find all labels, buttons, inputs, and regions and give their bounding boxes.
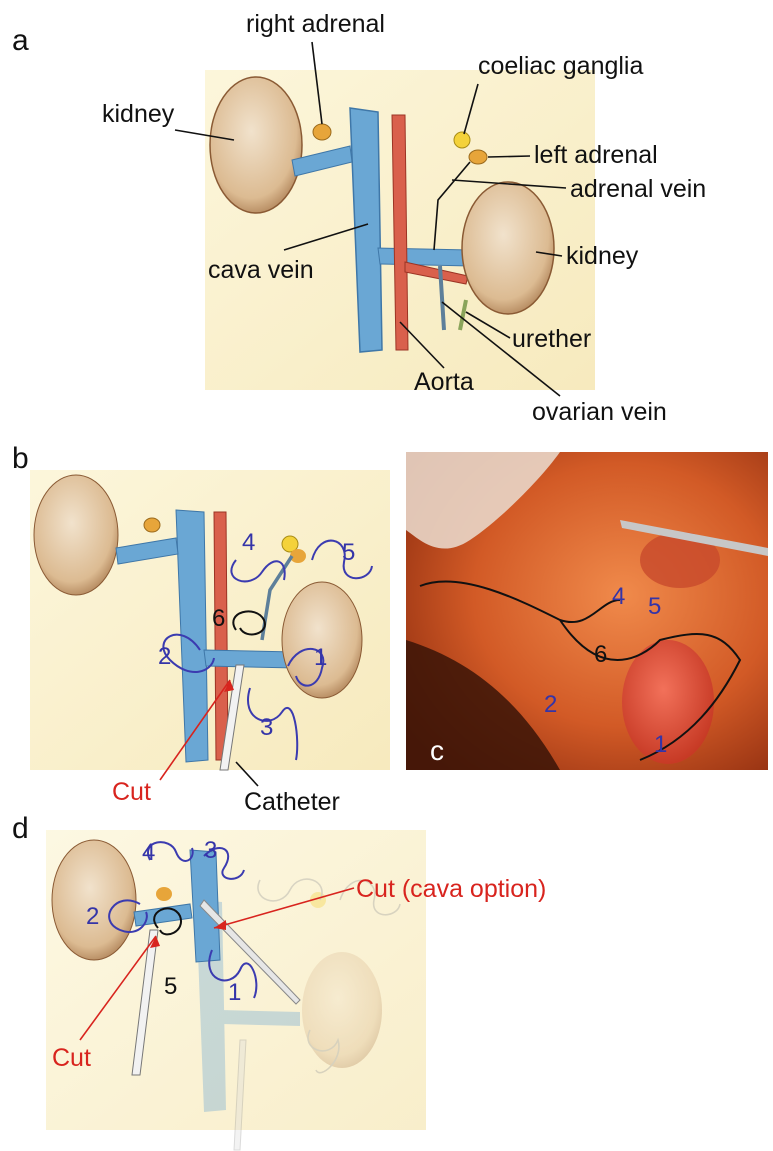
suture-number-4: 4	[142, 839, 155, 866]
renal-vein-right-illustration	[204, 650, 296, 668]
suture-number-5: 5	[164, 973, 177, 1000]
suture-number-5: 5	[342, 539, 355, 566]
suture-number-3: 3	[204, 837, 217, 864]
panel-d: d 1 2 3 4 5 Cut (cava option)	[12, 812, 546, 1150]
label-kidney-left: kidney	[102, 100, 175, 128]
adrenal-illustration-right	[144, 518, 160, 532]
ghost-kidney	[302, 952, 382, 1068]
suture-number-4: 4	[242, 529, 255, 556]
kidney-illustration-left	[34, 475, 118, 595]
label-kidney-right: kidney	[566, 242, 639, 270]
leader-left-adrenal	[488, 156, 530, 157]
ghost-renal-vein	[220, 1010, 300, 1026]
photo-number-1: 1	[654, 731, 667, 758]
suture-number-2: 2	[86, 903, 99, 930]
label-cut: Cut	[112, 778, 151, 806]
label-left-adrenal: left adrenal	[534, 141, 658, 169]
label-cut: Cut	[52, 1044, 91, 1072]
kidney-illustration-right	[282, 582, 362, 698]
adrenal-illustration-right	[156, 887, 172, 901]
label-cut-cava-option: Cut (cava option)	[356, 875, 546, 903]
label-ovarian-vein: ovarian vein	[532, 398, 667, 426]
panel-letter-c: c	[430, 735, 444, 766]
left-adrenal-illustration	[469, 150, 487, 164]
photo-number-5: 5	[648, 593, 661, 620]
label-right-adrenal: right adrenal	[246, 10, 385, 38]
kidney-illustration-left	[210, 77, 302, 213]
photo-number-2: 2	[544, 691, 557, 718]
label-urether: urether	[512, 325, 591, 353]
renal-vein-right-illustration	[378, 248, 470, 266]
panel-letter-b: b	[12, 442, 29, 475]
label-aorta: Aorta	[414, 368, 474, 396]
suture-number-6: 6	[212, 605, 225, 632]
panel-letter-a: a	[12, 24, 29, 57]
aorta-illustration	[214, 512, 228, 760]
label-coeliac-ganglia: coeliac ganglia	[478, 52, 643, 80]
suture-number-3: 3	[260, 714, 273, 741]
panel-c: 4 5 6 2 1 c	[406, 452, 768, 770]
panel-letter-d: d	[12, 812, 29, 845]
panel-b: b 1 2 3 4 5 6 Cut Catheter	[12, 442, 390, 816]
label-cava-vein: cava vein	[208, 256, 314, 284]
kidney-illustration-right	[462, 182, 554, 314]
panel-a: a right adrenal coeliac ganglia kidney l…	[12, 10, 706, 426]
coeliac-ganglia-illustration	[454, 132, 470, 148]
adrenal-illustration-right	[313, 124, 331, 140]
suture-number-1: 1	[314, 644, 327, 671]
left-adrenal-illustration	[290, 549, 306, 563]
photo-number-4: 4	[612, 583, 625, 610]
label-adrenal-vein: adrenal vein	[570, 175, 706, 203]
label-catheter: Catheter	[244, 788, 340, 816]
suture-number-2: 2	[158, 643, 171, 670]
photo-number-6: 6	[594, 641, 607, 668]
suture-number-1: 1	[228, 979, 241, 1006]
